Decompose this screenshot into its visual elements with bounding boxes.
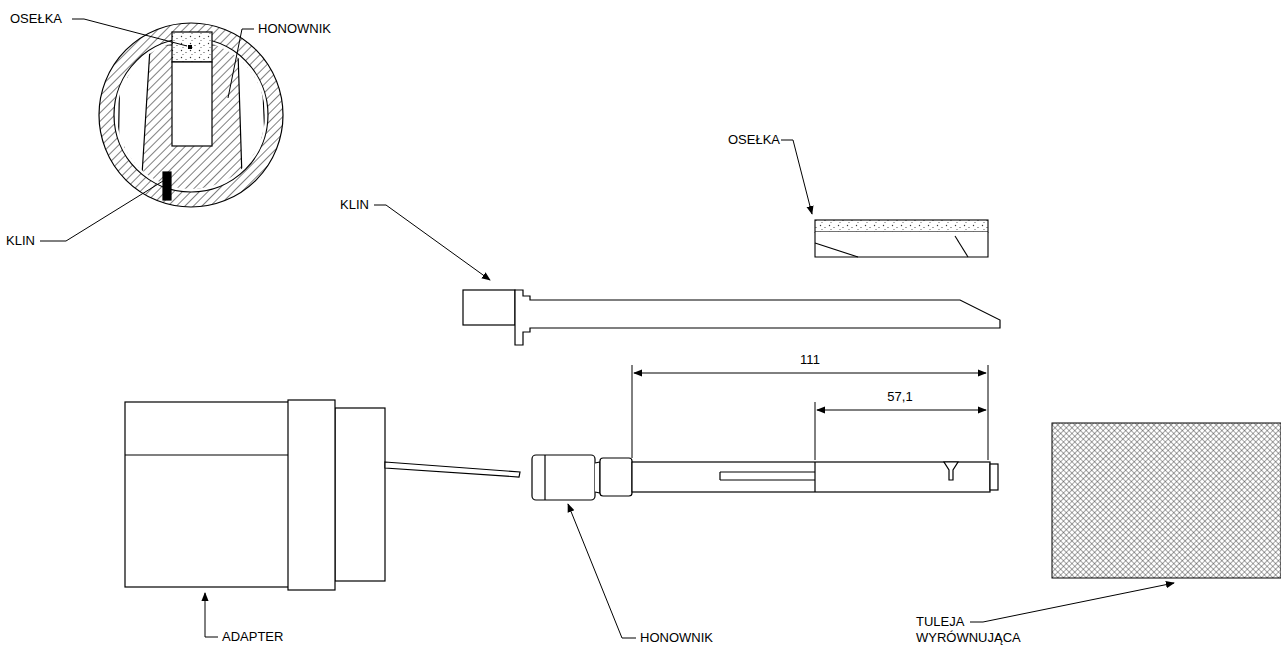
dimension-lines [632,365,988,460]
part-label: OSEŁKA [728,132,780,148]
dimension-text: 57,1 [887,389,912,405]
leader-lines [40,19,1174,638]
adapter-part [125,400,520,590]
part-label: KLIN [6,233,35,249]
hone-body [532,455,998,500]
part-label: HONOWNIK [640,630,713,646]
sleeve-part [1052,423,1281,578]
part-label: ADAPTER [222,629,283,645]
part-label: OSEŁKA [10,11,62,27]
stone-part [815,220,988,257]
part-label: HONOWNIK [258,21,331,37]
wedge-part [463,290,1000,345]
part-label: KLIN [340,197,369,213]
dimension-text: 111 [800,352,820,368]
cross-section [99,23,283,207]
part-label: TULEJA WYRÓWNUJĄCA [916,614,1028,646]
